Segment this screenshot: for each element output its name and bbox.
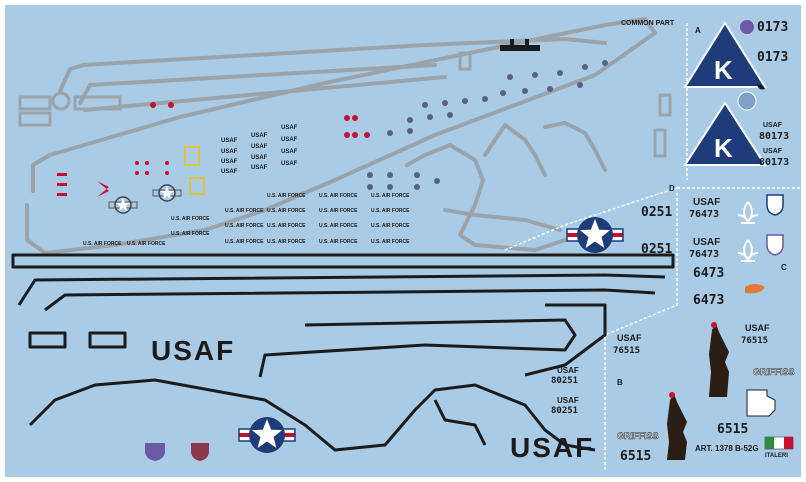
svg-text:U.S. AIR FORCE: U.S. AIR FORCE [371,239,410,245]
svg-text:USAF: USAF [281,125,298,131]
usaf-large-left: USAF [151,335,235,366]
usaf-large-right: USAF [510,432,594,463]
red-markings [57,102,370,197]
svg-text:USAF: USAF [251,144,268,150]
svg-text:U.S. AIR FORCE: U.S. AIR FORCE [267,208,306,214]
statue-of-liberty-icon [667,322,729,460]
svg-text:USAF: USAF [251,133,268,139]
svg-text:U.S. AIR FORCE: U.S. AIR FORCE [127,241,166,247]
svg-text:U.S. AIR FORCE: U.S. AIR FORCE [83,241,122,247]
insignia-star-bar-large [566,217,624,253]
us-air-force-small-text: U.S. AIR FORCE U.S. AIR FORCE U.S. AIR F… [83,193,410,247]
usaf-tail-a: USAF [763,122,783,129]
svg-text:K: K [714,55,733,85]
svg-text:USAF: USAF [221,169,238,175]
insignia-low-vis-1 [108,196,138,214]
svg-text:USAF: USAF [281,137,298,143]
usaf-tail-a2: USAF [763,148,783,155]
serial-0251-d2: 0251 [641,242,672,257]
fleur-de-lis-icon [737,201,759,262]
serial-80251-d2: 80251 [551,406,578,416]
svg-text:ITALERI: ITALERI [765,453,788,459]
insignia-star-bar-bottom [238,417,296,453]
svg-text:U.S. AIR FORCE: U.S. AIR FORCE [267,223,306,229]
svg-text:K: K [714,133,733,163]
unit-shield-icon [745,194,784,294]
section-c-letter: C [781,263,787,272]
art-label: ART. 1378 B-52G [695,444,759,453]
serial-0173-a2: 0173 [757,50,788,65]
section-d-letter: D [669,184,675,193]
serial-0173-a1: 0173 [757,20,788,35]
usaf-small-markings: USAF USAF USAF USAF USAF USAF USAF USAF … [221,125,298,175]
serial-0251-d1: 0251 [641,205,672,220]
decal-sheet: COMMON PART U.S. AIR FORCE U.S. AIR FORC… [5,5,801,477]
decal-artwork: COMMON PART U.S. AIR FORCE U.S. AIR FORC… [11,17,801,470]
svg-text:U.S. AIR FORCE: U.S. AIR FORCE [319,223,358,229]
svg-text:U.S. AIR FORCE: U.S. AIR FORCE [225,239,264,245]
svg-text:U.S. AIR FORCE: U.S. AIR FORCE [371,208,410,214]
svg-text:U.S. AIR FORCE: U.S. AIR FORCE [319,193,358,199]
small-star-markings [367,60,608,190]
serial-6473-c1: 6473 [693,266,724,281]
usaf-b1: USAF [617,333,642,343]
svg-text:U.S. AIR FORCE: U.S. AIR FORCE [319,239,358,245]
serial-80173-a2: 80173 [759,157,789,168]
svg-text:USAF: USAF [221,159,238,165]
unit-emblems-bottom [145,443,209,461]
usaf-c1: USAF [693,197,720,208]
wing-walkway-lines [25,17,657,255]
griffiss-label-2: GRIFFISS [617,431,659,441]
serial-76515-b1: 76515 [613,346,640,356]
serial-6515-b1: 6515 [717,422,748,437]
common-part-label: COMMON PART [621,20,675,27]
section-a-letter: A [695,26,701,35]
insignia-low-vis-2 [152,184,182,202]
bomber-silhouette-icon [500,39,540,51]
svg-text:U.S. AIR FORCE: U.S. AIR FORCE [267,193,306,199]
usaf-b2: USAF [745,323,770,333]
italeri-logo: ITALERI [764,436,794,459]
svg-text:USAF: USAF [281,149,298,155]
louisiana-outline-icon [746,389,776,417]
section-b-letter: B [617,378,623,387]
svg-text:USAF: USAF [251,155,268,161]
unit-badge-icon [737,20,765,111]
serial-6515-b2: 6515 [620,449,651,464]
usaf-c2: USAF [693,237,720,248]
serial-80173-a1: 80173 [759,131,789,142]
section-dividers [504,23,801,470]
yellow-markings [184,146,205,195]
svg-text:U.S. AIR FORCE: U.S. AIR FORCE [319,208,358,214]
fuselage-walkway-lines [11,253,675,452]
svg-text:U.S. AIR FORCE: U.S. AIR FORCE [225,208,264,214]
serial-76515-b2: 76515 [741,336,768,346]
serial-80251-d1: 80251 [551,376,578,386]
serial-76473-c1: 76473 [689,209,719,220]
griffiss-label-1: GRIFFISS [753,367,795,377]
serial-76473-c2: 76473 [689,249,719,260]
svg-text:U.S. AIR FORCE: U.S. AIR FORCE [267,239,306,245]
usaf-d2: USAF [557,396,579,405]
tail-triangle-k-upper: K [683,21,767,88]
svg-text:USAF: USAF [251,165,268,171]
svg-text:U.S. AIR FORCE: U.S. AIR FORCE [371,223,410,229]
svg-text:U.S. AIR FORCE: U.S. AIR FORCE [371,193,410,199]
usaf-d1: USAF [557,366,579,375]
tail-triangle-k-lower: K [683,101,767,166]
svg-text:USAF: USAF [221,138,238,144]
serial-6473-c2: 6473 [693,293,724,308]
svg-text:USAF: USAF [281,161,298,167]
svg-text:U.S. AIR FORCE: U.S. AIR FORCE [225,223,264,229]
svg-text:U.S. AIR FORCE: U.S. AIR FORCE [171,231,210,237]
svg-text:USAF: USAF [221,149,238,155]
svg-text:U.S. AIR FORCE: U.S. AIR FORCE [171,216,210,222]
small-rect-outlines [18,51,672,158]
